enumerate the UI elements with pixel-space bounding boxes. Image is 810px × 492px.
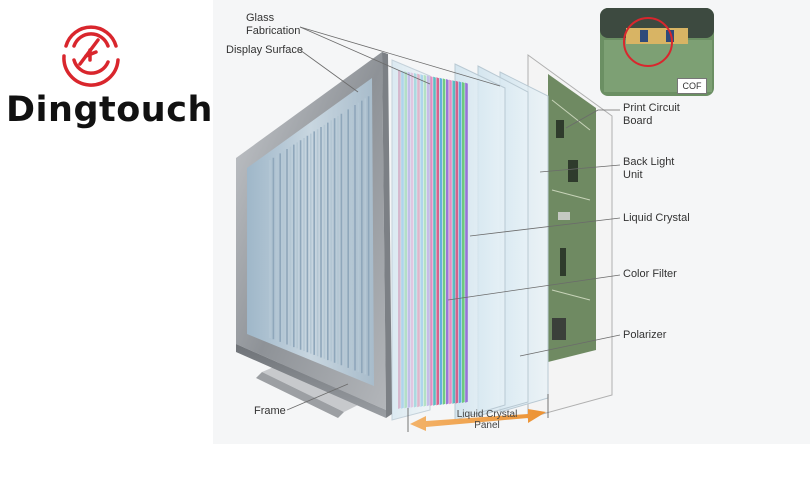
color-filter-stripe (442, 78, 446, 405)
label-color-filter: Color Filter (623, 268, 677, 280)
color-filter-stripe (455, 80, 459, 404)
color-filter-stripe (452, 80, 455, 404)
glass-layers (454, 63, 549, 421)
brand-logo-mark (62, 25, 120, 87)
brand-wordmark: Dingtouch (6, 90, 213, 130)
liquid-crystal-panel-arrow (407, 394, 549, 432)
color-filter-stripe (433, 76, 436, 406)
color-filter-stripe (449, 79, 452, 405)
color-filter-stripe (439, 77, 443, 406)
label-frame: Frame (254, 405, 286, 417)
label-back-light-unit: Back Light Unit (623, 156, 675, 181)
color-filter-stripe (436, 77, 439, 406)
label-print-circuit-board: Print Circuit Board (623, 102, 680, 127)
color-filter-stripe (430, 76, 433, 406)
color-filter-stripe (446, 79, 449, 405)
color-filter-stripe (462, 82, 465, 403)
screen-stripes (269, 96, 370, 376)
color-filter-stripe (458, 81, 462, 404)
label-polarizer: Polarizer (623, 329, 667, 341)
label-liquid-crystal: Liquid Crystal (623, 212, 690, 224)
leader-lines (286, 26, 621, 411)
label-liquid-crystal-panel: Liquid Crystal Panel (456, 409, 518, 431)
color-filter-stripe (465, 82, 468, 403)
label-display-surface: Display Surface (226, 44, 304, 56)
label-glass-fabrication: Glass Fabrication (246, 12, 301, 37)
label-cof: COF (677, 78, 707, 94)
print-circuit-board (548, 74, 596, 362)
front-glass-layers (391, 59, 431, 421)
